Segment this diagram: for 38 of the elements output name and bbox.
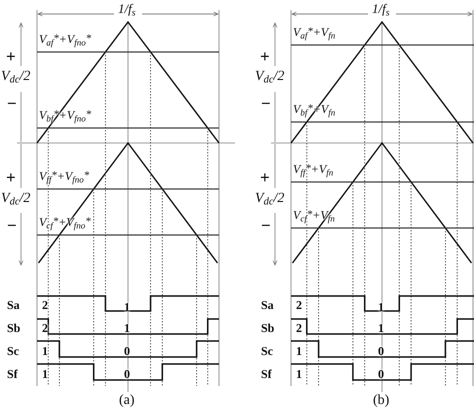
- switch-label: Sc: [261, 345, 273, 357]
- sign-label: +: [6, 169, 16, 186]
- state-value: 1: [296, 345, 302, 357]
- sign-label: −: [7, 217, 17, 234]
- panel-label: (a): [119, 394, 135, 408]
- switch-label: Sa: [261, 299, 274, 311]
- state-value: 0: [378, 345, 384, 357]
- sign-label: +: [260, 169, 270, 186]
- state-value: 0: [124, 368, 130, 380]
- state-value: 2: [296, 322, 302, 334]
- switch-label: Sf: [7, 368, 18, 380]
- switch-label: Sf: [261, 368, 272, 380]
- state-value: 0: [378, 368, 384, 380]
- panel-label: (b): [373, 394, 390, 408]
- state-value: 1: [124, 322, 130, 334]
- state-value: 1: [378, 322, 384, 334]
- switch-label: Sa: [7, 299, 20, 311]
- state-value: 2: [42, 299, 48, 311]
- state-value: 0: [124, 345, 130, 357]
- sign-label: −: [261, 217, 271, 234]
- state-value: 2: [42, 322, 48, 334]
- voltage-label: V$_{dc}$/2: [255, 70, 284, 86]
- sign-label: +: [260, 48, 270, 65]
- period-label: 1/f$_{s}$: [118, 2, 136, 18]
- state-value: 1: [296, 368, 302, 380]
- state-value: 1: [42, 368, 48, 380]
- voltage-label: V$_{dc}$/2: [1, 192, 30, 208]
- sign-label: −: [261, 95, 271, 112]
- voltage-label: V$_{dc}$/2: [255, 192, 284, 208]
- switch-label: Sc: [7, 345, 19, 357]
- switch-label: Sb: [261, 322, 274, 334]
- state-value: 1: [42, 345, 48, 357]
- period-label: 1/f$_{s}$: [372, 2, 390, 18]
- voltage-label: V$_{dc}$/2: [1, 70, 30, 86]
- switch-label: Sb: [7, 322, 20, 334]
- state-value: 2: [296, 299, 302, 311]
- sign-label: −: [7, 95, 17, 112]
- sign-label: +: [6, 48, 16, 65]
